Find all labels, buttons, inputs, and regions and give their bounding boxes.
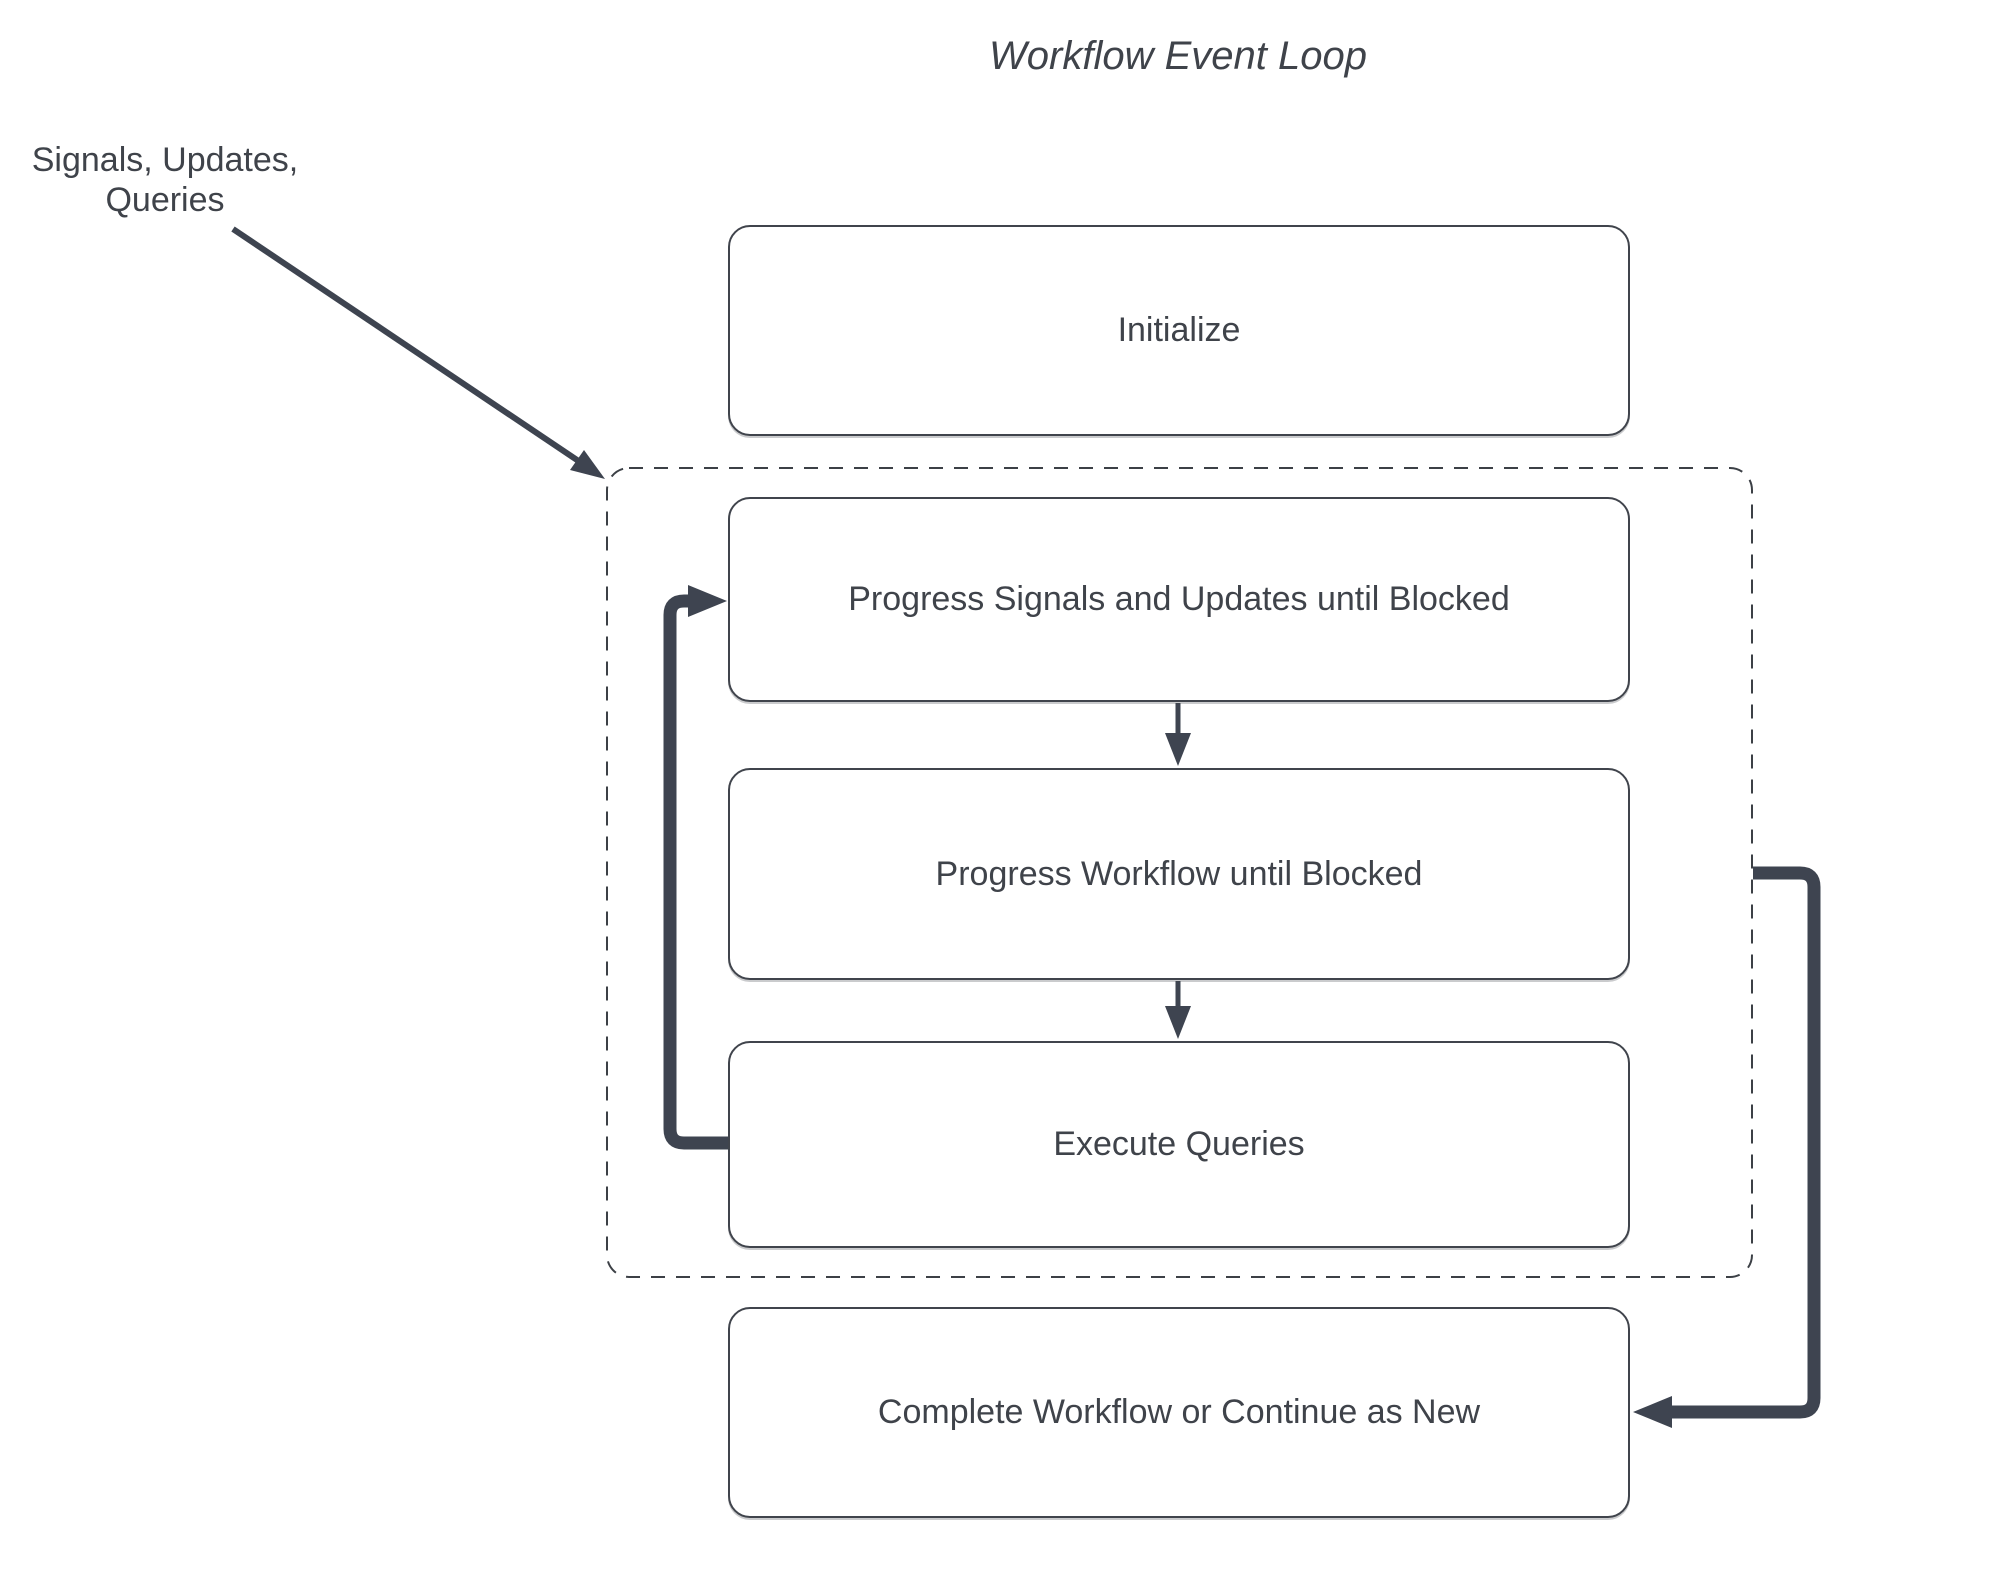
node-complete-workflow: Complete Workflow or Continue as New (728, 1307, 1630, 1518)
node-execute-queries: Execute Queries (728, 1041, 1630, 1248)
external-inputs-label: Signals, Updates, Queries (31, 141, 299, 220)
exit-to-complete-arrow (1633, 866, 1821, 1428)
node-complete-workflow-label: Complete Workflow or Continue as New (877, 1393, 1481, 1431)
event-loop-container (606, 467, 1753, 1278)
diagram-title: Workflow Event Loop (989, 34, 1367, 78)
loop-back-arrow (663, 585, 729, 1150)
arrow-progress-signals-to-progress-workflow (1165, 703, 1191, 766)
node-progress-workflow: Progress Workflow until Blocked (728, 768, 1630, 980)
node-execute-queries-label: Execute Queries (1053, 1125, 1305, 1163)
arrow-progress-workflow-to-execute-queries (1165, 981, 1191, 1039)
signals-input-arrow (231, 226, 605, 479)
node-progress-workflow-label: Progress Workflow until Blocked (935, 854, 1423, 893)
node-initialize: Initialize (728, 225, 1630, 436)
node-progress-signals-and-updates: Progress Signals and Updates until Block… (728, 497, 1630, 702)
node-progress-signals-label: Progress Signals and Updates until Block… (848, 580, 1510, 618)
node-initialize-label: Initialize (1117, 311, 1241, 349)
